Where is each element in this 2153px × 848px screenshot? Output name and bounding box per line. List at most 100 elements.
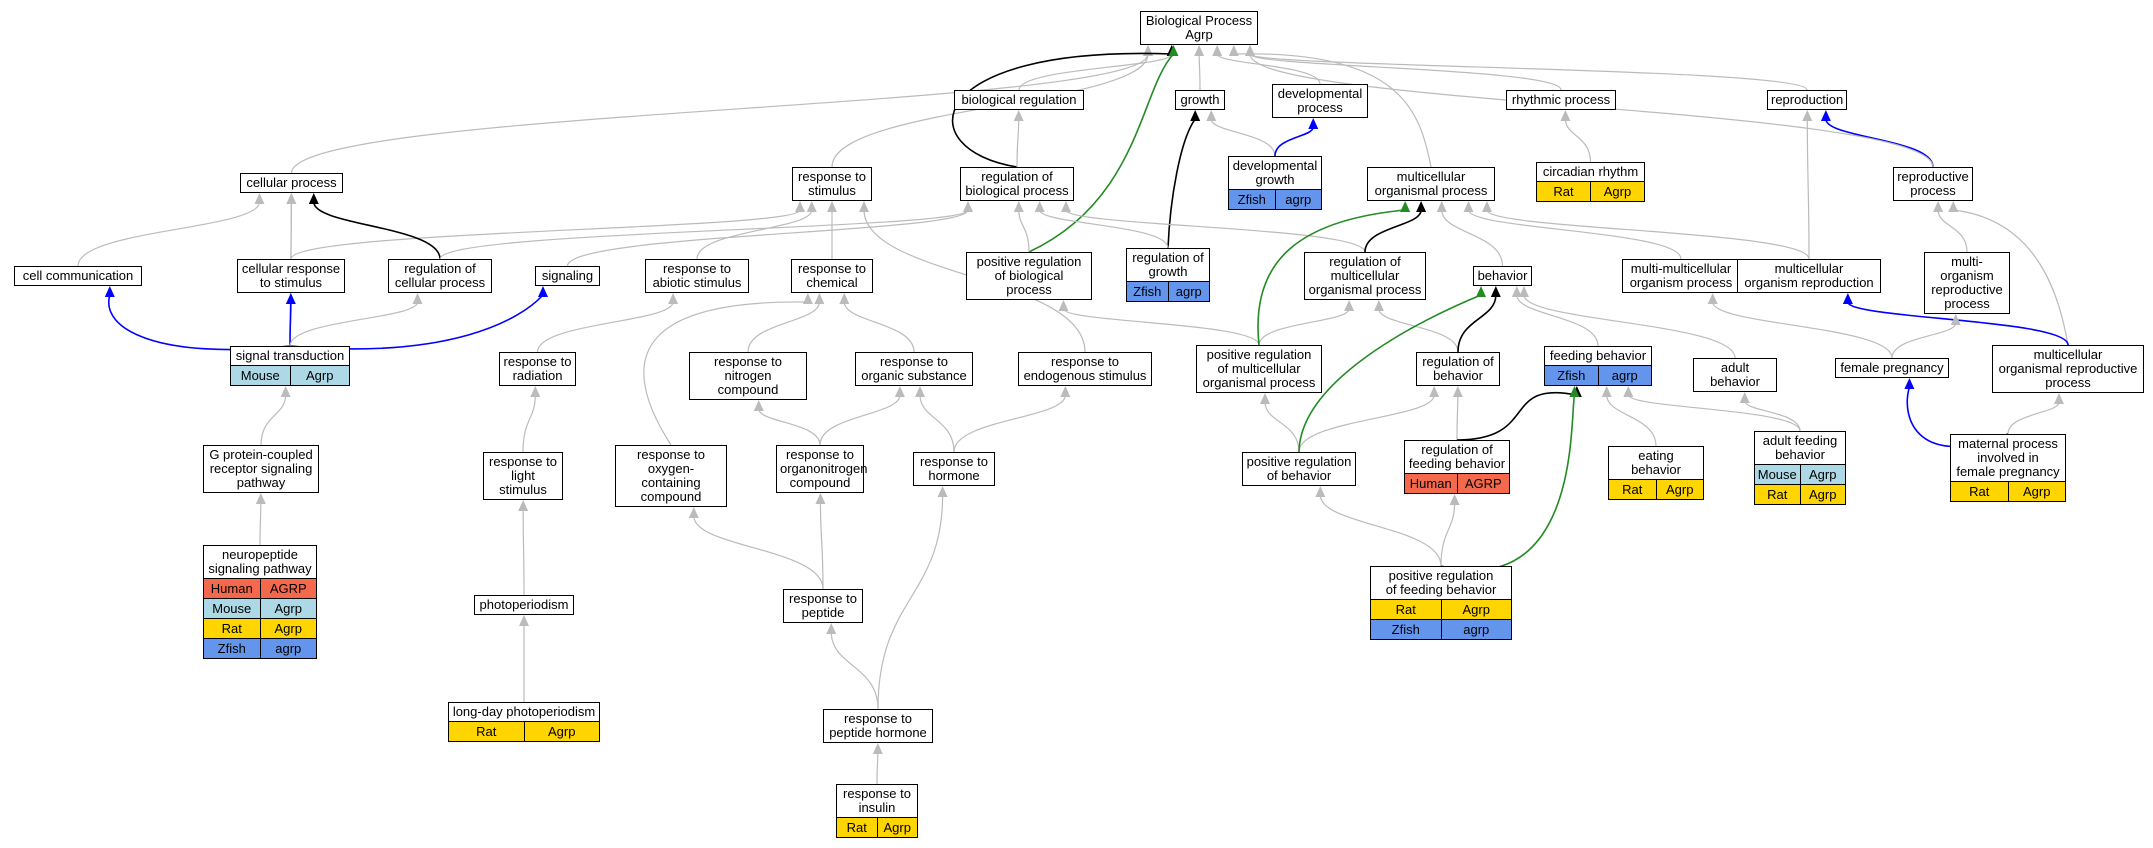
go-term-multirepro[interactable]: multicellular organism reproduction — [1737, 259, 1881, 293]
go-term-regmulti[interactable]: regulation of multicellular organismal p… — [1304, 252, 1426, 300]
edge-sigtrans-to-regcell — [289, 301, 419, 347]
arrowhead — [1228, 45, 1239, 56]
arrowhead — [1476, 286, 1486, 297]
edge-posregbeh-to-regbehavior — [1298, 394, 1435, 453]
go-term-multiorg[interactable]: multicellular organismal process — [1367, 167, 1495, 201]
go-term-multiorgrepro[interactable]: multi-organism reproductive process — [1924, 252, 2010, 314]
edge-growth-to-bp — [1198, 53, 1201, 91]
go-term-signaling[interactable]: signaling — [535, 266, 600, 286]
go-term-posregmulti[interactable]: positive regulation of multicellular org… — [1196, 345, 1322, 393]
go-term-reprodproc[interactable]: reproductive process — [1893, 167, 1973, 201]
go-term-rhythmic[interactable]: rhythmic process — [1506, 90, 1616, 110]
arrowhead — [1482, 201, 1492, 212]
edge-respradiation-to-respabiotic — [536, 301, 674, 353]
go-term-label: developmental process — [1277, 86, 1363, 115]
edge-respoxygen-to-respchem — [643, 301, 808, 446]
go-term-maternal[interactable]: maternal process involved in female preg… — [1950, 434, 2066, 502]
arrowhead — [1013, 201, 1024, 212]
arrowhead — [806, 201, 817, 212]
go-term-respchem[interactable]: response to chemical — [791, 259, 873, 293]
edge-reggrowth-to-growth — [1167, 118, 1196, 249]
arrowhead — [538, 286, 548, 297]
go-term-respradiation[interactable]: response to radiation — [499, 352, 576, 386]
edge-respinsulin-to-resppeptidehorm — [876, 751, 879, 785]
go-term-regbio[interactable]: regulation of biological process — [960, 167, 1074, 201]
go-term-growth[interactable]: growth — [1175, 90, 1225, 110]
go-term-posregbio[interactable]: positive regulation of biological proces… — [966, 252, 1092, 300]
species-name: Mouse — [204, 599, 260, 618]
arrowhead — [1933, 201, 1944, 212]
edge-femalepreg-to-multimulti — [1712, 301, 1893, 359]
go-term-label: regulation of biological process — [965, 169, 1069, 198]
go-term-respnitro[interactable]: response to nitrogen compound — [689, 352, 807, 400]
arrowhead — [802, 293, 813, 304]
edge-devgrowth-to-devproc — [1274, 126, 1315, 157]
go-term-regcell[interactable]: regulation of cellular process — [388, 259, 492, 293]
edge-devproc-to-bp — [1216, 53, 1321, 85]
go-term-respeptide[interactable]: response to peptide — [783, 589, 863, 623]
go-term-cellresp[interactable]: cellular response to stimulus — [237, 259, 345, 293]
go-term-respoxygen[interactable]: response to oxygen-containing compound — [615, 445, 727, 507]
go-term-label: response to insulin — [843, 786, 911, 815]
go-term-label: growth — [1180, 92, 1220, 107]
go-term-bp[interactable]: Biological Process Agrp — [1140, 11, 1258, 45]
edge-signaling-to-regbio — [566, 209, 969, 267]
go-term-label: response to light stimulus — [489, 454, 557, 497]
edge-multimulti-to-multiorg — [1467, 209, 1682, 260]
go-term-resporganic[interactable]: response to organic substance — [855, 352, 973, 386]
arrowhead — [254, 193, 265, 204]
go-term-label: maternal process involved in female preg… — [1956, 436, 2060, 479]
go-term-femalepreg[interactable]: female pregnancy — [1835, 358, 1949, 378]
edge-multiorgrepro-to-reprodproc — [1937, 209, 1968, 253]
arrowhead — [1058, 300, 1069, 311]
go-term-label: regulation of growth — [1132, 250, 1204, 279]
go-term-gpcr[interactable]: G protein-coupled receptor signaling pat… — [203, 445, 319, 493]
go-term-resporgnitro[interactable]: response to organonitrogen compound — [776, 445, 867, 493]
go-term-multirepproc[interactable]: multicellular organismal reproductive pr… — [1992, 345, 2144, 393]
edge-respabiotic-to-respstim — [696, 209, 813, 260]
go-term-cellcomm[interactable]: cell communication — [14, 266, 142, 286]
arrowhead — [1206, 110, 1217, 121]
go-term-resphormone[interactable]: response to hormone — [913, 452, 995, 486]
go-term-label: reproduction — [1771, 92, 1844, 107]
go-term-bioreg[interactable]: biological regulation — [954, 90, 1084, 110]
go-term-resppeptidehorm[interactable]: response to peptide hormone — [823, 709, 933, 743]
go-term-label: positive regulation of multicellular org… — [1202, 347, 1316, 390]
go-term-respabiotic[interactable]: response to abiotic stimulus — [645, 259, 749, 293]
go-term-label: cellular process — [246, 175, 337, 190]
gene-symbol: Agrp — [289, 366, 349, 385]
arrowhead — [1400, 201, 1411, 212]
go-term-adultbeh[interactable]: adult behavior — [1693, 358, 1777, 392]
go-term-resplight[interactable]: response to light stimulus — [483, 452, 563, 500]
go-term-multimulti[interactable]: multi-multicellular organism process — [1622, 259, 1740, 293]
gene-symbol: Agrp — [876, 818, 917, 837]
go-term-devproc[interactable]: developmental process — [1272, 84, 1368, 118]
go-term-posregbeh[interactable]: positive regulation of behavior — [1242, 452, 1356, 486]
go-term-label: reproductive process — [1897, 169, 1969, 198]
arrowhead — [1802, 110, 1813, 121]
go-term-reproduction[interactable]: reproduction — [1767, 90, 1847, 110]
go-term-label: response to abiotic stimulus — [652, 261, 742, 290]
go-term-photoperiod[interactable]: photoperiodism — [474, 595, 574, 615]
go-term-regbehavior[interactable]: regulation of behavior — [1416, 352, 1500, 386]
go-term-cellproc[interactable]: cellular process — [240, 173, 343, 193]
go-term-respendo[interactable]: response to endogenous stimulus — [1018, 352, 1152, 386]
arrowhead — [2054, 393, 2064, 404]
go-term-behavior[interactable]: behavior — [1473, 266, 1532, 286]
go-term-respstim[interactable]: response to stimulus — [792, 167, 872, 201]
gene-symbol: Agrp — [523, 722, 599, 741]
